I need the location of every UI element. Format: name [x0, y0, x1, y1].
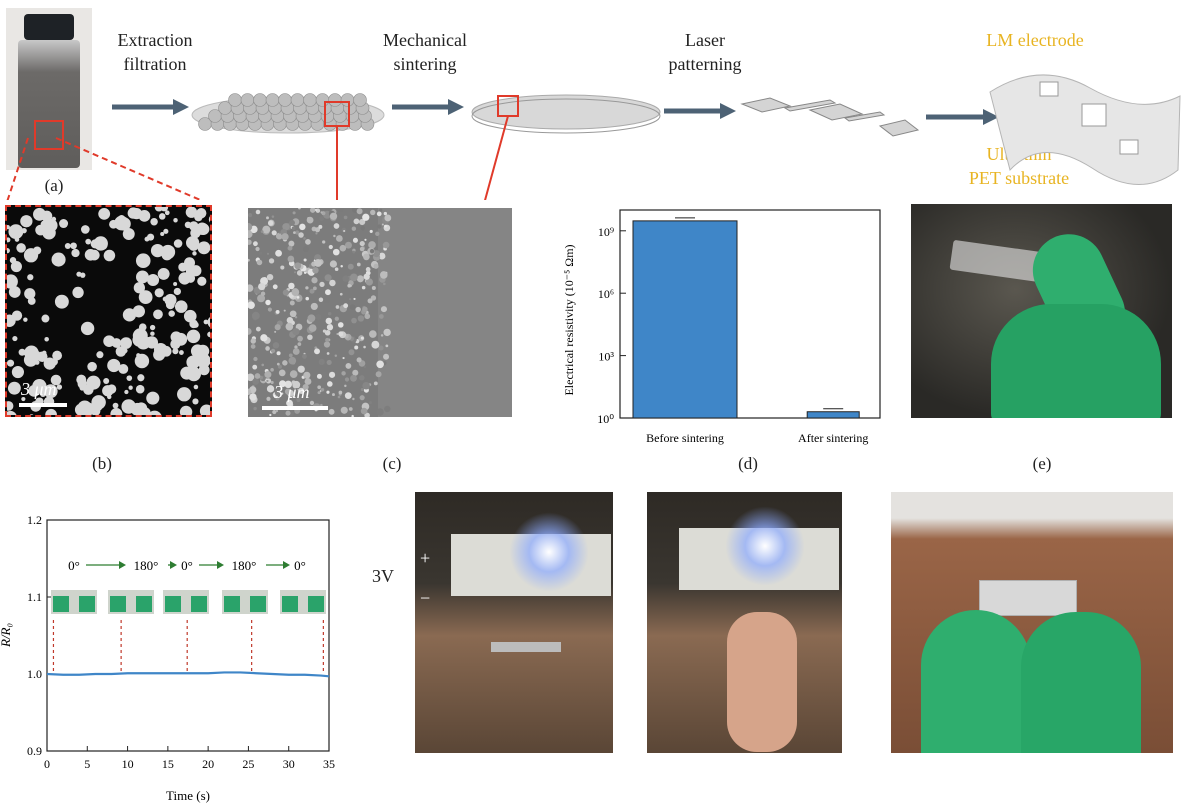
rr-angle-label: 180° — [232, 558, 257, 573]
resistivity-ytick-label: 10⁰ — [597, 412, 614, 426]
process-arrows — [6, 74, 1181, 200]
scalebar-c — [262, 406, 328, 410]
stage-extraction-label: Extraction filtration — [117, 30, 193, 74]
scalebar-b — [19, 403, 67, 407]
rr-xtick-label: 15 — [162, 757, 174, 771]
panel-label-c: (c) — [382, 454, 402, 473]
rr-ylabel: R/R₀ — [0, 623, 13, 648]
rr-xtick-label: 20 — [202, 757, 214, 771]
rr-angle-label: 180° — [134, 558, 159, 573]
voltage-label: 3V — [372, 566, 394, 586]
resistivity-category-label: After sintering — [798, 431, 868, 445]
panel-label-b: (b) — [92, 454, 112, 473]
led-arm-photo-2 — [647, 492, 842, 753]
glove-right — [1021, 612, 1141, 753]
resistivity-ytick-label: 10⁹ — [598, 225, 614, 239]
resistivity-ytick-label: 10⁶ — [598, 287, 614, 301]
resistivity-bar — [806, 411, 860, 419]
resistivity-ylabel: Electrical resistivity (10⁻⁵ Ωm) — [562, 244, 576, 395]
resistivity-category-label: Before sintering — [646, 431, 724, 445]
rr-xtick-label: 0 — [44, 757, 50, 771]
glove-left — [921, 610, 1031, 753]
vial-highlight-box — [34, 120, 64, 150]
voltage-minus: − — [420, 588, 431, 608]
rr-xtick-label: 25 — [242, 757, 254, 771]
sem-interface-image: 3 μm — [248, 208, 512, 417]
panel-label-d: (d) — [738, 454, 758, 473]
rr-xtick-label: 30 — [283, 757, 295, 771]
rr-series-line — [46, 671, 330, 678]
resistance-ratio-chart: R/R₀ Time (s) 0.9 1.0 1.1 1.2 0 5 10 15 20 25 30 35… — [0, 513, 335, 803]
glove-fingers — [991, 304, 1161, 418]
panel-label-e: (e) — [1032, 454, 1052, 473]
rr-ytick-label: 1.0 — [27, 667, 42, 681]
resistivity-bar — [632, 220, 738, 419]
sem-particles-image: 3 μm — [5, 205, 212, 417]
stage-laser-label: Laser patterning — [668, 30, 742, 74]
vial-photo — [6, 8, 92, 170]
patterned-electrode — [740, 97, 920, 137]
rr-plot-frame — [46, 519, 330, 752]
scalebar-b-label: 3 μm — [21, 379, 57, 399]
flexible-electrode-sheet — [989, 74, 1181, 185]
rr-xtick-label: 5 — [84, 757, 90, 771]
vial-cap — [24, 14, 74, 40]
panel-label-a: (a) — [44, 176, 64, 195]
rr-angle-label: 0° — [294, 558, 306, 573]
electrode-on-arm-3 — [979, 580, 1077, 616]
rr-xlabel: Time (s) — [166, 788, 210, 803]
rr-ytick-label: 1.1 — [27, 590, 42, 604]
resistivity-ytick-label: 10³ — [598, 350, 614, 364]
resistivity-chart: Electrical resistivity (10⁻⁵ Ωm) 10⁰ 10³ 1… — [562, 209, 881, 445]
voltage-plus: + — [420, 548, 431, 568]
led-glow-2 — [725, 506, 805, 586]
rr-angle-label: 0° — [68, 558, 80, 573]
rr-angle-label: 0° — [181, 558, 193, 573]
sintered-region — [378, 208, 512, 417]
arm-gloves-photo — [891, 492, 1173, 753]
rr-ytick-label: 0.9 — [27, 744, 42, 758]
rr-xtick-label: 10 — [122, 757, 134, 771]
led-glow-1 — [509, 512, 589, 592]
led-arm-photo-1 — [415, 492, 613, 753]
electrode-on-arm-1 — [491, 642, 561, 652]
vial-body — [18, 40, 80, 168]
scalebar-c-label: 3 μm — [274, 382, 310, 402]
hand-electrode-photo — [911, 204, 1172, 418]
rr-ytick-label: 1.2 — [27, 513, 42, 527]
grain-svg — [248, 208, 392, 417]
pressing-fingers — [727, 612, 797, 752]
stage-electrode-label: LM electrode — [986, 30, 1084, 50]
rr-xtick-label: 35 — [323, 757, 335, 771]
resistivity-plot-frame — [619, 209, 881, 419]
stage-sintering-label: Mechanical sintering — [383, 30, 467, 74]
